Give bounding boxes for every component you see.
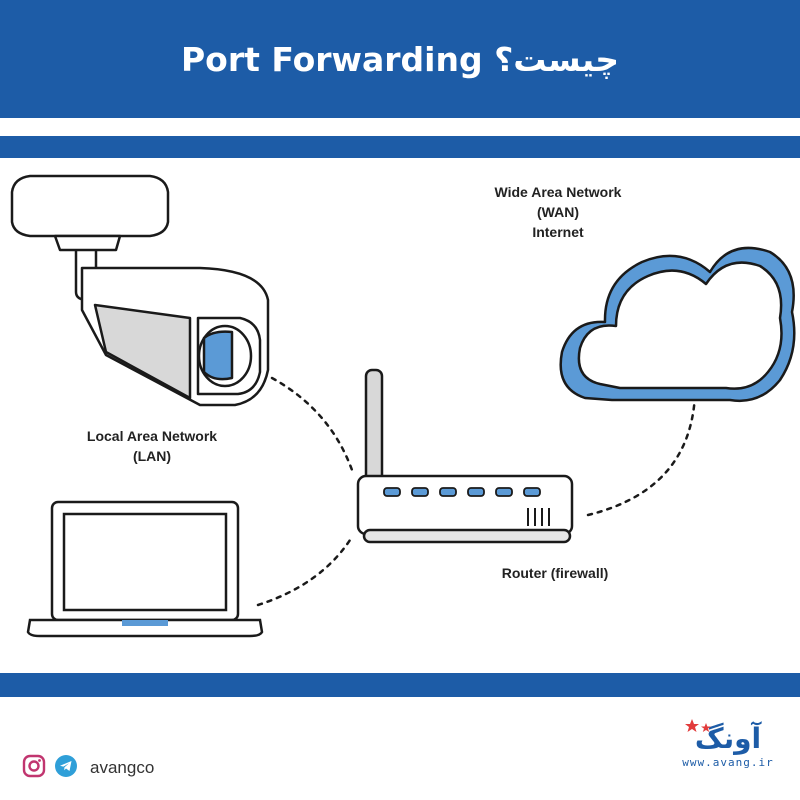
lan-label-line-2: (LAN)	[132, 448, 172, 464]
router-label: Router (firewall)	[470, 563, 640, 583]
star-icon	[685, 719, 711, 732]
top-stripe	[0, 136, 800, 158]
wan-label-line-1: Wide Area Network	[494, 184, 622, 200]
header-banner	[0, 0, 800, 118]
camera-router-link	[270, 376, 354, 472]
social-handle[interactable]: avangco	[90, 758, 155, 777]
connection-lines	[256, 376, 697, 607]
logo-url: www.avang.ir	[682, 756, 774, 769]
lan-label: Local Area Network (LAN)	[52, 426, 252, 466]
telegram-icon[interactable]	[54, 754, 78, 782]
wan-label-line-3: Internet	[532, 224, 584, 240]
laptop-router-link	[256, 538, 352, 607]
network-diagram: Wide Area Network (WAN) Internet Local A…	[0, 158, 800, 673]
router-icon	[356, 368, 574, 544]
page-title: چیست؟ Port Forwarding	[180, 39, 620, 79]
lan-label-line-1: Local Area Network	[86, 428, 218, 444]
wan-label-line-2: (WAN)	[537, 204, 579, 220]
wan-label: Wide Area Network (WAN) Internet	[458, 182, 658, 242]
router-cloud-link	[586, 393, 697, 517]
social-bar: avangco	[22, 754, 154, 782]
instagram-icon[interactable]	[22, 754, 46, 782]
brand-logo[interactable]: آونگ www.avang.ir	[676, 719, 780, 782]
footer	[0, 697, 800, 800]
router-label-text: Router (firewall)	[501, 565, 609, 581]
laptop-icon	[26, 500, 264, 638]
cloud-icon	[559, 246, 796, 403]
security-camera-icon	[10, 174, 270, 407]
bottom-stripe	[0, 673, 800, 697]
